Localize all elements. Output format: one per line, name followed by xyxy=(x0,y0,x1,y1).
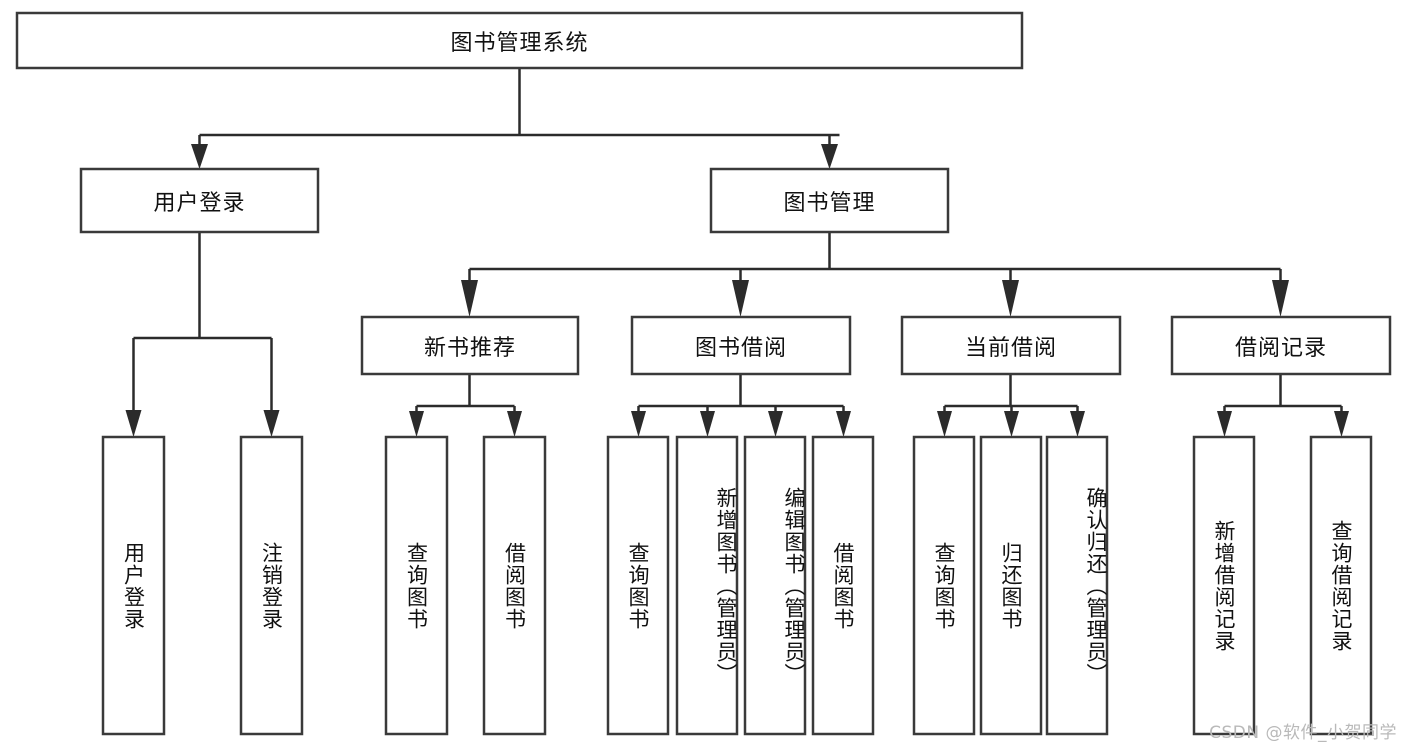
arrow-current-borrow xyxy=(1002,280,1019,317)
arrow-new-book xyxy=(461,280,478,317)
arrow-book-borrow xyxy=(732,280,749,317)
node-leaf-bb-add-book[interactable] xyxy=(675,435,739,736)
node-leaf-user-login[interactable] xyxy=(101,435,166,736)
node-leaf-cb-confirm-return[interactable] xyxy=(1045,435,1109,736)
arrow-leaf-bb-borrow xyxy=(836,411,851,437)
node-leaf-nb-query-book[interactable] xyxy=(384,435,449,736)
arrow-leaf-br-query xyxy=(1334,411,1349,437)
node-leaf-bb-borrow-book[interactable] xyxy=(811,435,875,736)
csdn-watermark: CSDN @软件_小贺同学 xyxy=(1209,723,1397,743)
arrow-leaf-bb-query xyxy=(631,411,646,437)
arrow-leaf-cb-query xyxy=(937,411,952,437)
node-new-book-recommend[interactable] xyxy=(360,315,580,376)
arrow-leaf-br-add xyxy=(1217,411,1232,437)
node-leaf-cb-query-book[interactable] xyxy=(912,435,976,736)
arrow-leaf-cb-return xyxy=(1004,411,1019,437)
node-leaf-bb-edit-book[interactable] xyxy=(743,435,807,736)
node-current-borrow[interactable] xyxy=(900,315,1122,376)
node-borrow-record[interactable] xyxy=(1170,315,1392,376)
arrow-leaf-user-logout xyxy=(263,410,280,437)
arrow-leaf-nb-query xyxy=(409,411,424,437)
arrow-leaf-bb-edit xyxy=(768,411,783,437)
node-leaf-bb-query-book[interactable] xyxy=(606,435,670,736)
arrow-leaf-nb-borrow xyxy=(507,411,522,437)
node-leaf-cb-return-book[interactable] xyxy=(979,435,1043,736)
node-user-login[interactable] xyxy=(79,167,320,234)
node-root[interactable] xyxy=(15,11,1024,70)
arrow-leaf-cb-confirm xyxy=(1070,411,1085,437)
node-leaf-br-add-record[interactable] xyxy=(1192,435,1256,736)
node-box-group xyxy=(15,11,1392,736)
node-leaf-user-logout[interactable] xyxy=(239,435,304,736)
node-book-borrow[interactable] xyxy=(630,315,852,376)
node-book-manage[interactable] xyxy=(709,167,950,234)
arrow-leaf-bb-add xyxy=(700,411,715,437)
arrow-book-manage xyxy=(821,144,838,169)
arrow-borrow-record xyxy=(1272,280,1289,317)
connector-group xyxy=(125,68,1349,437)
arrow-leaf-user-login xyxy=(125,410,142,437)
node-leaf-br-query-record[interactable] xyxy=(1309,435,1373,736)
arrow-user-login xyxy=(191,144,208,169)
node-leaf-nb-borrow-book[interactable] xyxy=(482,435,547,736)
